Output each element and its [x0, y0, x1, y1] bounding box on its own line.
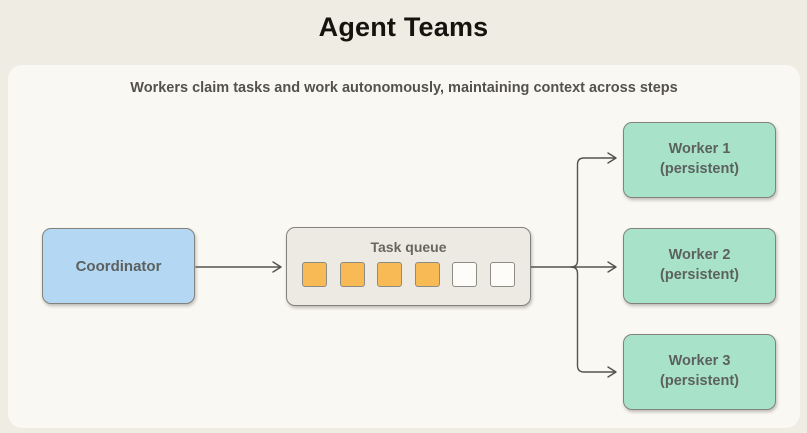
- worker-2-name: Worker 2: [668, 247, 731, 264]
- coordinator-label: Coordinator: [75, 257, 162, 275]
- diagram-subtitle: Workers claim tasks and work autonomousl…: [130, 80, 678, 96]
- worker-3-status: (persistent): [660, 373, 739, 389]
- worker-3-node: Worker 3 (persistent): [623, 334, 776, 410]
- task-queue-label: Task queue: [370, 239, 447, 255]
- worker-1-node: Worker 1 (persistent): [623, 122, 776, 198]
- queue-slot-filled: [339, 262, 365, 287]
- worker-1-status: (persistent): [660, 161, 739, 177]
- page-title: Agent Teams: [318, 12, 489, 42]
- queue-slot-filled: [302, 262, 328, 287]
- queue-slot-filled: [377, 262, 403, 287]
- worker-3-name: Worker 3: [668, 353, 731, 370]
- queue-slot-empty: [489, 262, 515, 287]
- task-queue-node: Task queue: [286, 227, 531, 306]
- queue-slots: [302, 262, 515, 287]
- queue-slot-empty: [452, 262, 478, 287]
- worker-2-node: Worker 2 (persistent): [623, 228, 776, 304]
- queue-slot-filled: [414, 262, 440, 287]
- coordinator-node: Coordinator: [42, 228, 195, 304]
- worker-2-status: (persistent): [660, 267, 739, 283]
- worker-1-name: Worker 1: [668, 141, 731, 158]
